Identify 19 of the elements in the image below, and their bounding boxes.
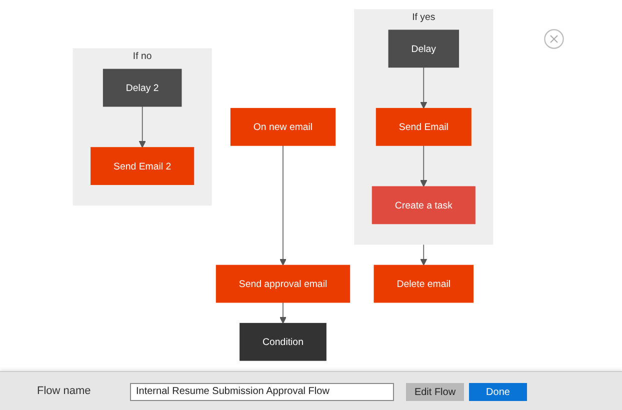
node-box: Delay [388, 30, 459, 68]
edit-button: Edit Flow [406, 383, 464, 401]
node-box: Condition [239, 322, 326, 361]
arrow [420, 244, 427, 266]
arrow [138, 106, 146, 148]
node-box: Send Email [375, 108, 471, 146]
input-field: Internal Resume Submission Approval Flow [130, 383, 394, 401]
arrow [420, 145, 427, 187]
arrow [278, 302, 286, 324]
arrow [420, 66, 427, 109]
field-label: Flow name [37, 385, 91, 397]
done-button: Done [469, 383, 527, 401]
node-box: Send approval email [215, 264, 350, 303]
node-box: Delete email [373, 264, 474, 303]
node-box: Send Email 2 [90, 147, 194, 185]
arrow [278, 145, 286, 266]
node-box: Create a task [371, 186, 475, 224]
node-box: Delay 2 [102, 68, 182, 107]
node-box: On new email [230, 108, 336, 146]
